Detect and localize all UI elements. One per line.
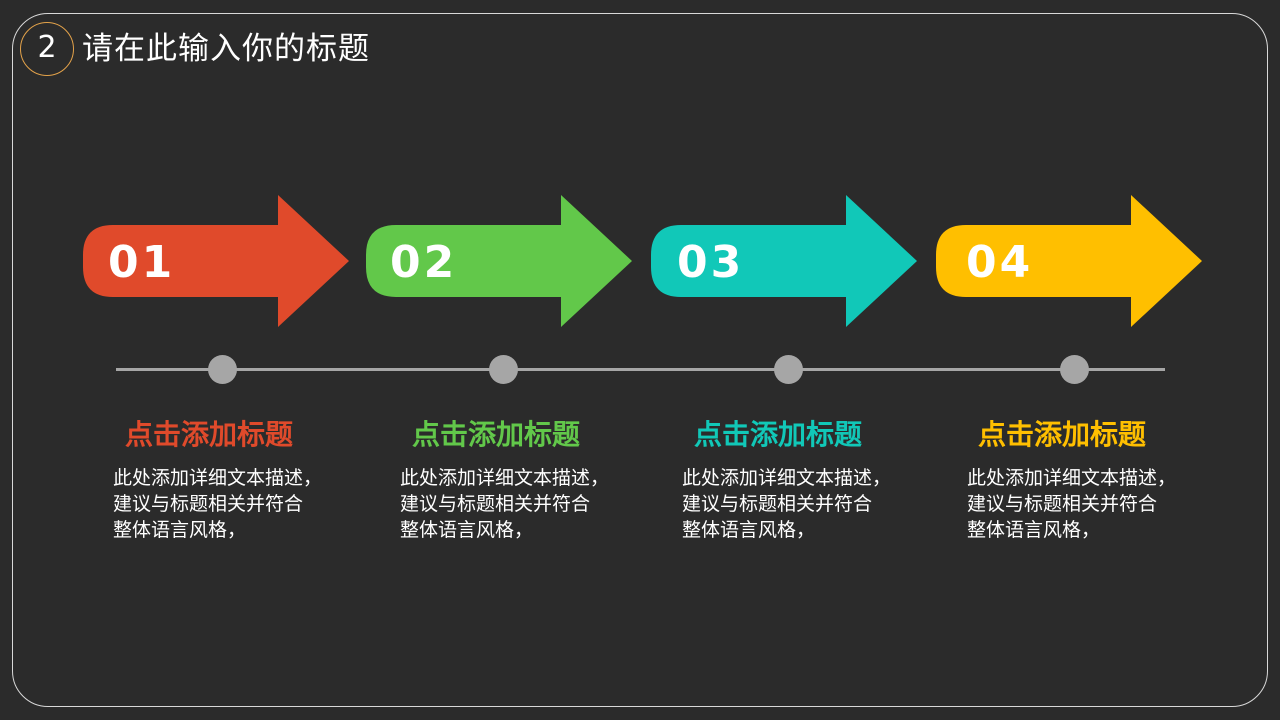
arrow-step-3 — [651, 195, 919, 327]
step-number-2: 02 — [390, 237, 458, 288]
section-number-badge: 2 — [20, 22, 74, 76]
arrow-step-4 — [936, 195, 1204, 327]
timeline-dot-1 — [208, 355, 237, 384]
step-number-3: 03 — [677, 237, 745, 288]
step-number-4: 04 — [966, 237, 1034, 288]
page-title: 请在此输入你的标题 — [82, 31, 370, 67]
arrow-step-2 — [366, 195, 634, 327]
step-title-4: 点击添加标题 — [978, 418, 1147, 451]
arrow-step-1 — [83, 195, 351, 327]
step-description-4: 此处添加详细文本描述， 建议与标题相关并符合 整体语言风格， — [967, 467, 1177, 541]
arrow-shape-2 — [366, 195, 632, 327]
arrow-shape-1 — [83, 195, 349, 327]
step-description-3: 此处添加详细文本描述， 建议与标题相关并符合 整体语言风格， — [682, 467, 892, 541]
step-description-1: 此处添加详细文本描述， 建议与标题相关并符合 整体语言风格， — [113, 467, 323, 541]
slide-frame — [12, 13, 1268, 707]
timeline-dot-4 — [1060, 355, 1089, 384]
timeline-dot-3 — [774, 355, 803, 384]
step-title-3: 点击添加标题 — [694, 418, 863, 451]
arrow-shape-3 — [651, 195, 917, 327]
step-number-1: 01 — [108, 237, 176, 288]
timeline-dot-2 — [489, 355, 518, 384]
step-description-2: 此处添加详细文本描述， 建议与标题相关并符合 整体语言风格， — [400, 467, 610, 541]
timeline-line — [116, 368, 1165, 371]
step-title-2: 点击添加标题 — [412, 418, 581, 451]
arrow-shape-4 — [936, 195, 1202, 327]
step-title-1: 点击添加标题 — [125, 418, 294, 451]
